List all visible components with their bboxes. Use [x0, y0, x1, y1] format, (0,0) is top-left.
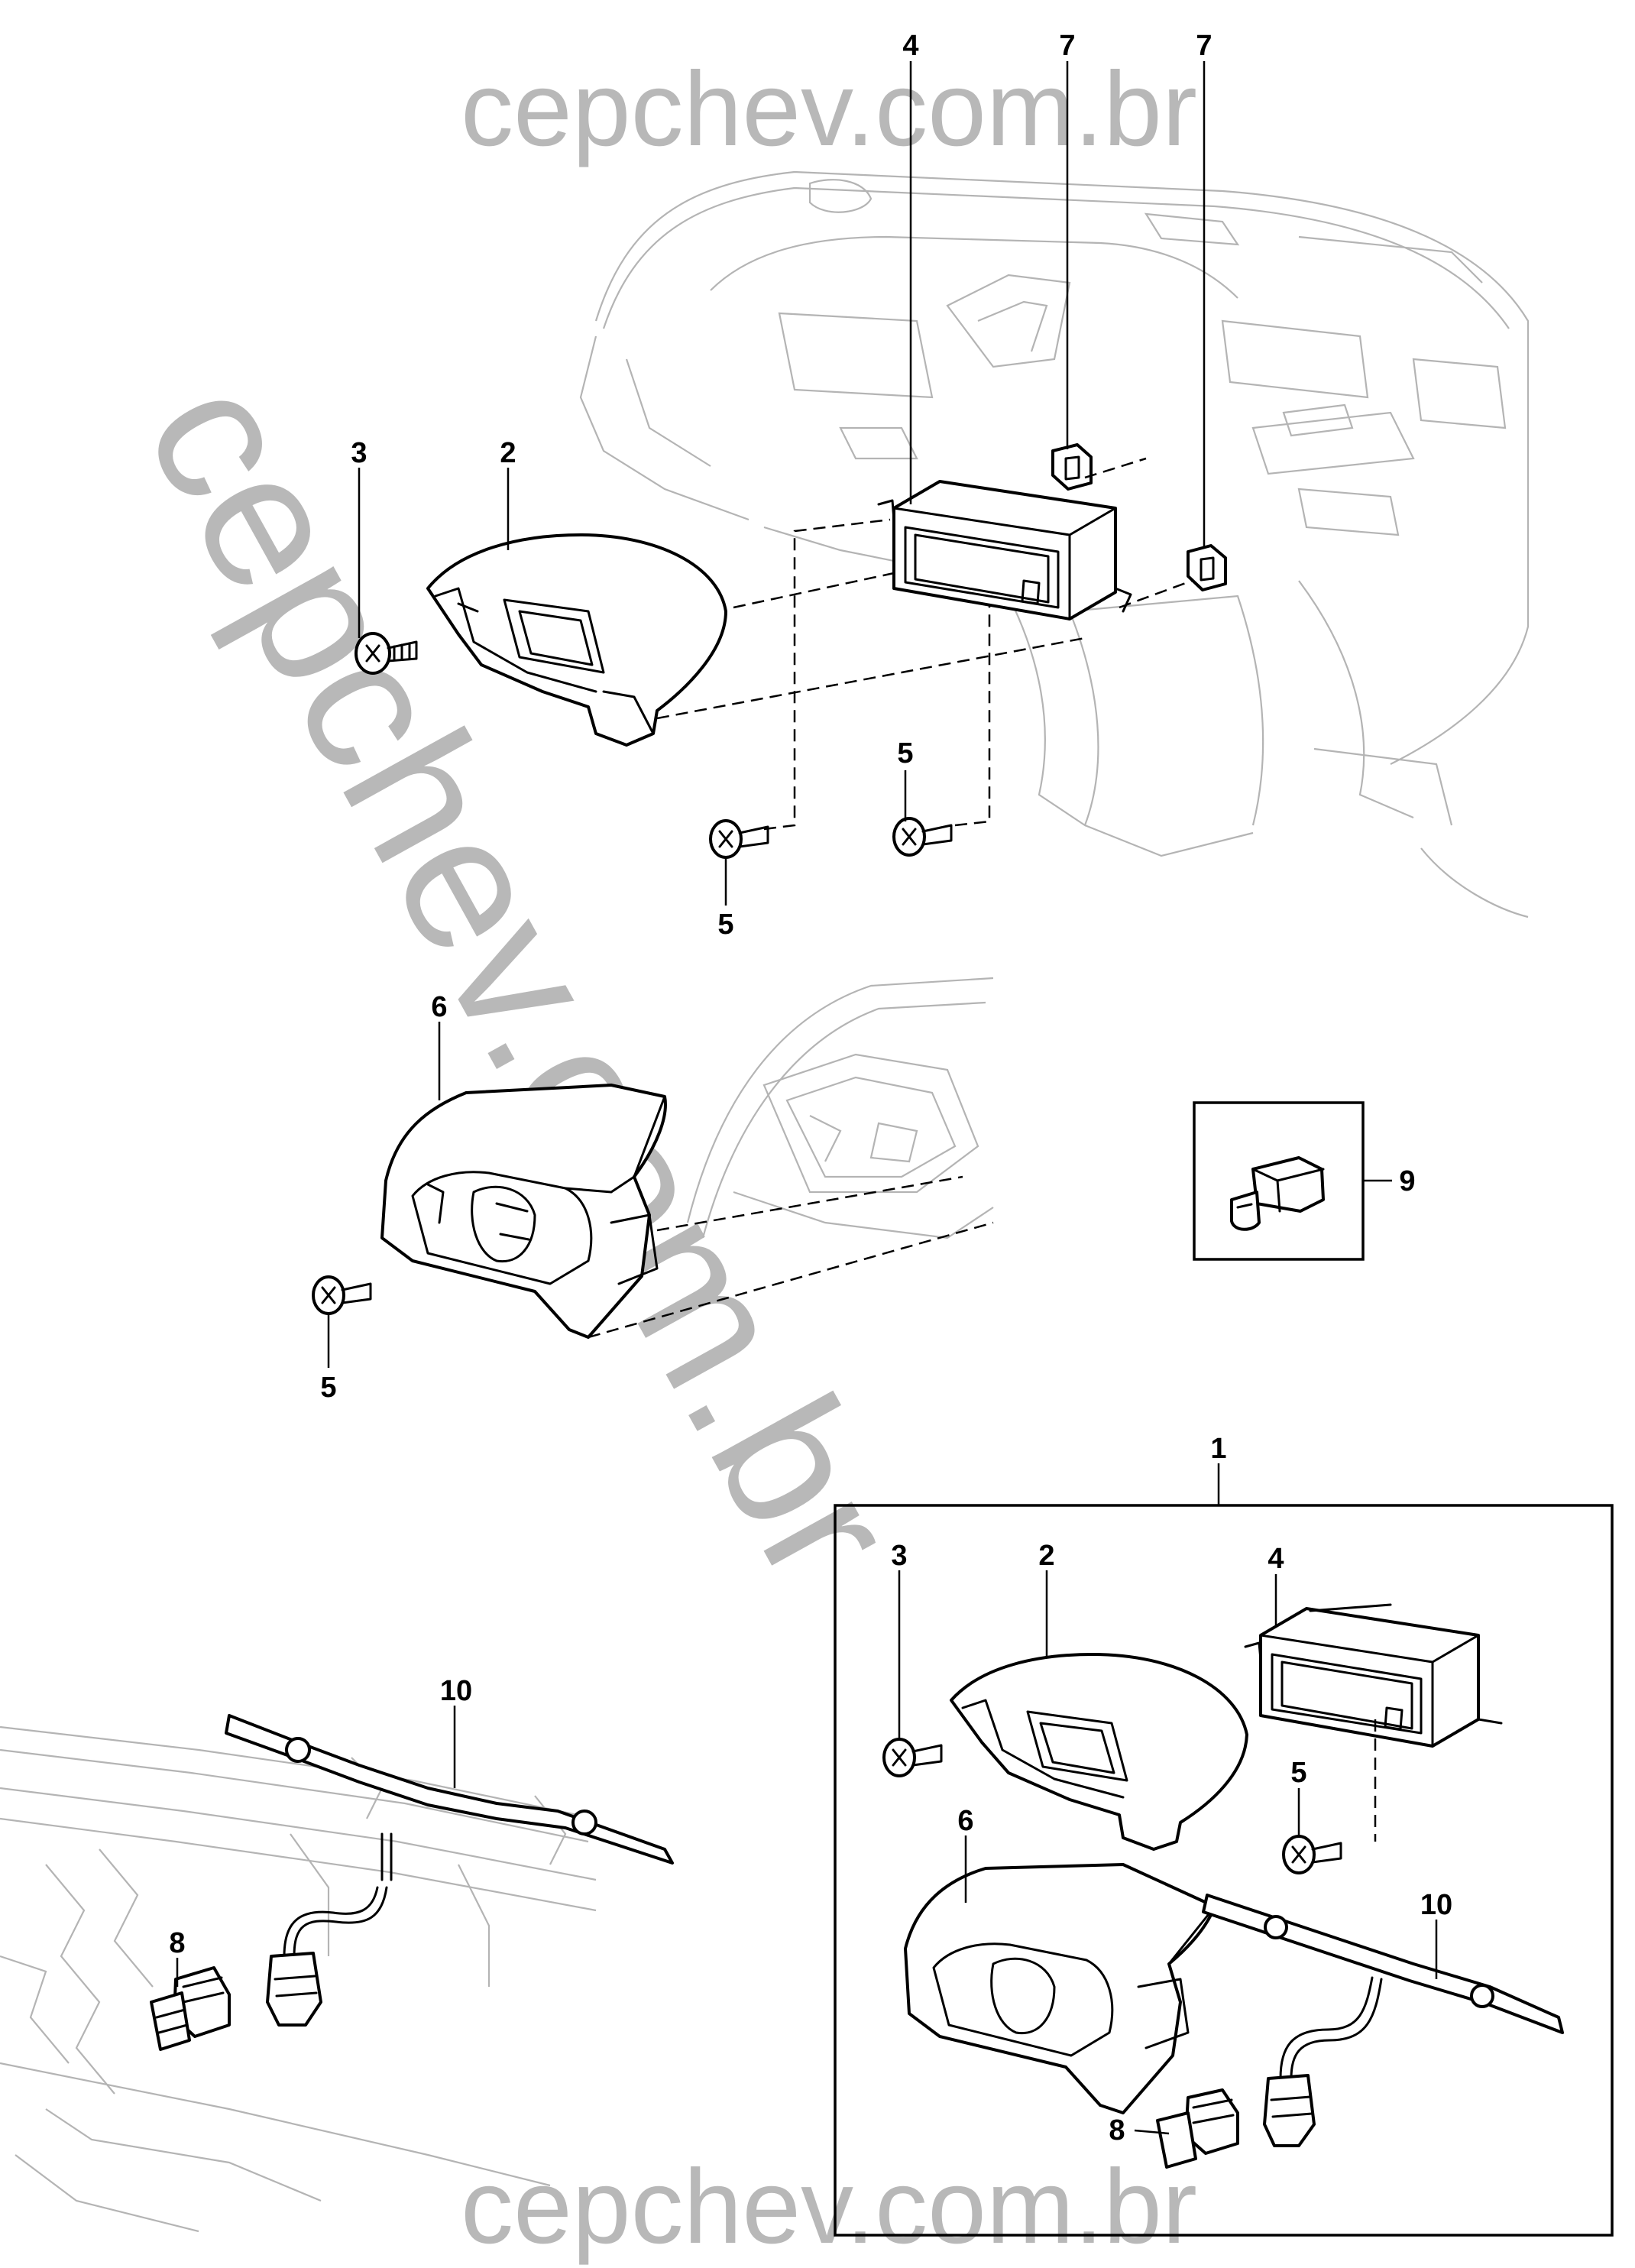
callout-7-upper: 7 — [1059, 30, 1075, 62]
leader-lines — [176, 61, 1438, 2135]
kit-part-4-display-unit — [1244, 1603, 1503, 1748]
kit-part-3-screw — [882, 1738, 943, 1777]
part-7-clip-upper — [1051, 443, 1093, 491]
dashboard-background-middle — [686, 977, 994, 1239]
callout-10: 10 — [440, 1675, 472, 1707]
callout-6: 6 — [431, 991, 447, 1023]
part-5-screw-right — [892, 817, 953, 857]
callout-9: 9 — [1399, 1165, 1415, 1197]
kit-part-6-lower-housing — [904, 1863, 1216, 2114]
callout-4: 4 — [902, 30, 918, 62]
watermark-diagonal: cepchev.com.br — [106, 344, 940, 1614]
kit-part-2-housing — [950, 1653, 1248, 1851]
kit-part-5-screw — [1282, 1835, 1342, 1874]
part-4-display-unit — [877, 480, 1132, 620]
callout-5-middle: 5 — [320, 1372, 336, 1404]
dashed-assembly-lines — [588, 457, 1377, 1842]
callout-5-top-left: 5 — [717, 909, 733, 941]
kit-callout-4: 4 — [1268, 1543, 1284, 1575]
kit-part-8-connector — [1156, 2088, 1239, 2169]
kit-1-box — [834, 1504, 1614, 2237]
kit-callout-3: 3 — [891, 1540, 907, 1572]
callout-5-top-right: 5 — [897, 737, 913, 770]
callout-8: 8 — [169, 1927, 185, 1959]
watermark-top: cepchev.com.br — [461, 50, 1197, 168]
part-10-wiring-harness — [225, 1714, 674, 2027]
part-6-lower-housing — [380, 1084, 667, 1339]
callout-1: 1 — [1210, 1433, 1226, 1465]
kit-callout-5: 5 — [1290, 1757, 1306, 1789]
part-5-screw-left — [709, 819, 769, 859]
part-5-screw-middle — [312, 1275, 372, 1315]
dashboard-background-top — [579, 170, 1530, 919]
callout-2: 2 — [500, 437, 516, 469]
callout-7-lower: 7 — [1196, 30, 1212, 62]
part-2-display-housing — [426, 533, 727, 747]
kit-callout-10: 10 — [1420, 1889, 1452, 1921]
part-8-connector — [150, 1966, 231, 2051]
part-3-screw — [355, 632, 418, 675]
watermark-bottom: cepchev.com.br — [461, 2148, 1197, 2266]
part-7-clip-lower — [1187, 544, 1227, 591]
kit-callout-8: 8 — [1109, 2114, 1125, 2146]
kit-callout-6: 6 — [957, 1805, 973, 1837]
callout-3: 3 — [351, 437, 367, 469]
part-9-bulb-socket — [1230, 1156, 1325, 1231]
kit-part-10-harness — [1202, 1894, 1564, 2147]
dashboard-background-lower — [0, 1725, 597, 2233]
kit-callout-2: 2 — [1038, 1540, 1054, 1572]
